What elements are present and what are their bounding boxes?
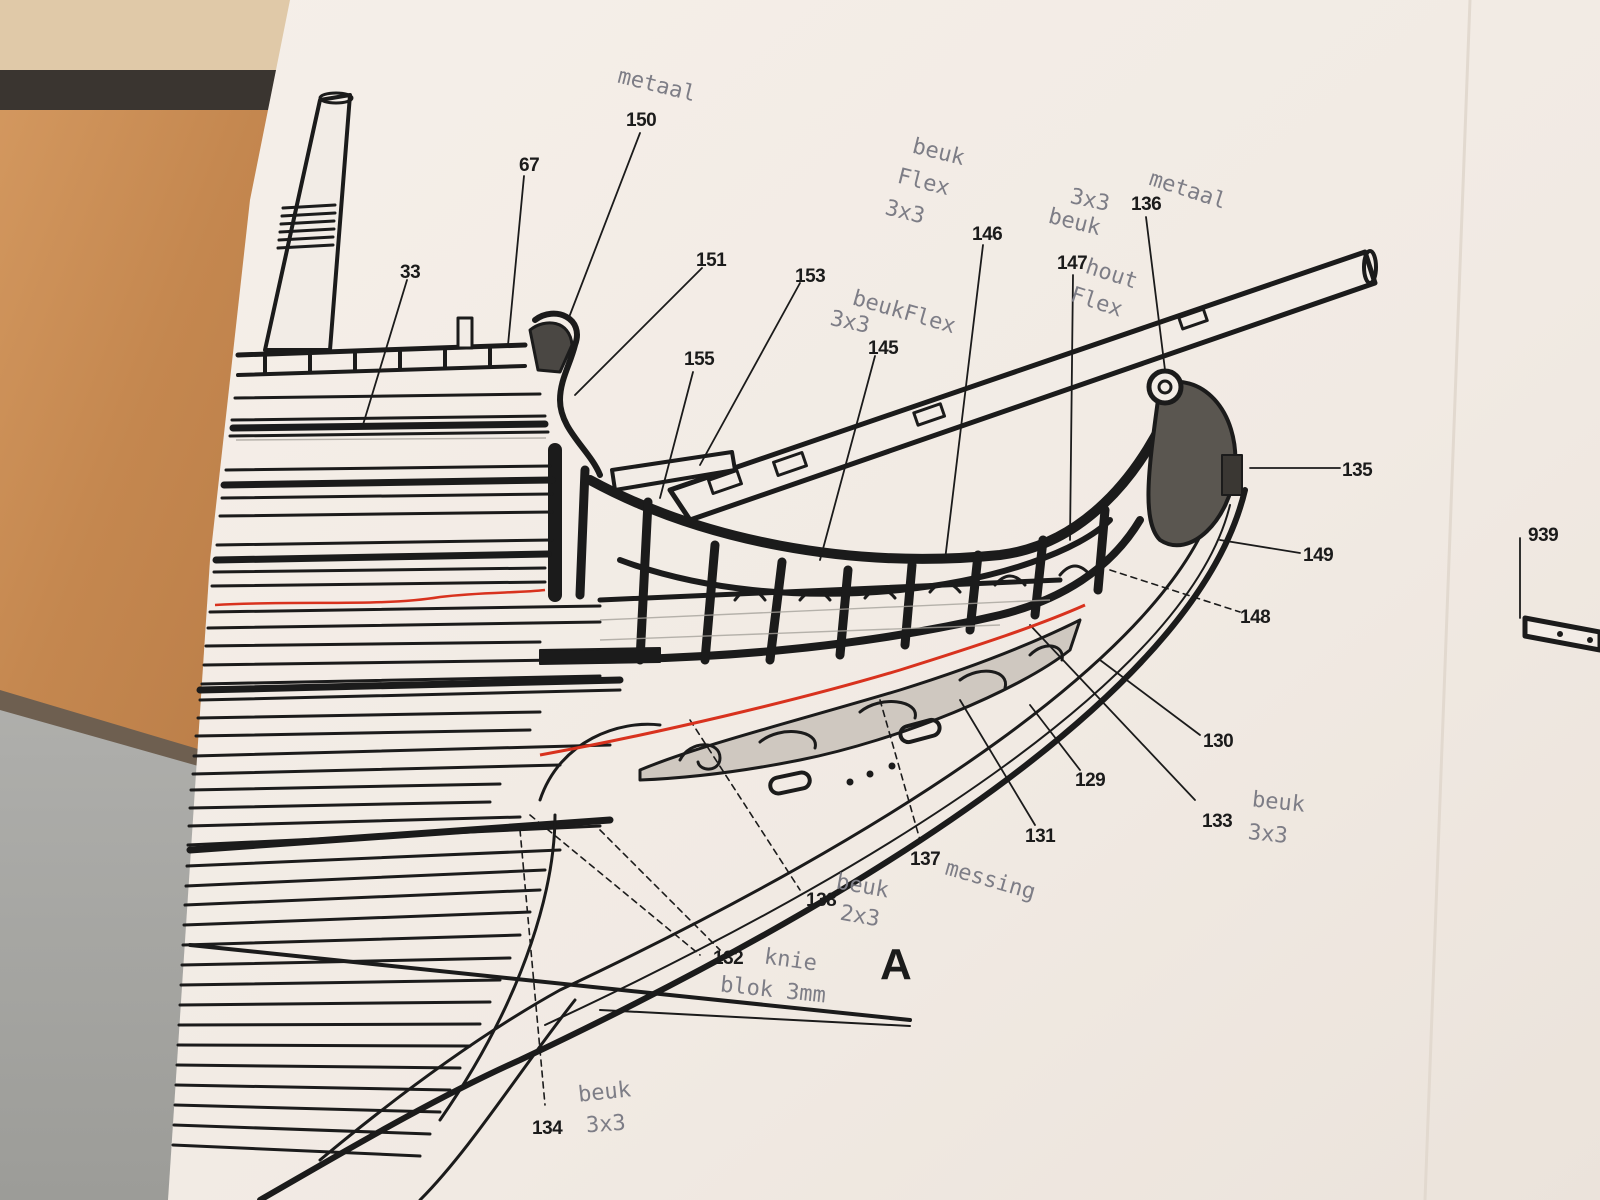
label-133: 133 bbox=[1202, 811, 1233, 832]
label-131: 131 bbox=[1025, 826, 1056, 847]
rail-top bbox=[235, 342, 528, 358]
cathead bbox=[539, 647, 661, 665]
note-beuk-133-line2: 3x3 bbox=[1246, 819, 1289, 850]
label-138: 138 bbox=[806, 890, 837, 911]
note-beuk-133-line1: beuk bbox=[1250, 787, 1307, 818]
label-151: 151 bbox=[696, 250, 727, 271]
head-rail-lower bbox=[617, 517, 1113, 597]
label-132: 132 bbox=[713, 948, 744, 969]
block-135 bbox=[1221, 454, 1243, 496]
hull-planks bbox=[171, 392, 622, 1158]
waterline-1 bbox=[188, 943, 912, 1022]
label-137: 137 bbox=[910, 849, 941, 870]
port-2 bbox=[898, 717, 942, 745]
leader-lines bbox=[361, 132, 1521, 826]
red-pencil-line-upper bbox=[214, 588, 546, 607]
rail-2 bbox=[236, 364, 527, 377]
label-150: 150 bbox=[626, 110, 657, 131]
trailboard bbox=[638, 618, 1082, 782]
bust-150 bbox=[532, 310, 603, 478]
label-136: 136 bbox=[1131, 194, 1162, 215]
label-145: 145 bbox=[868, 338, 899, 359]
board-edge-top bbox=[0, 70, 280, 110]
label-134: 134 bbox=[532, 1118, 563, 1139]
label-129: 129 bbox=[1075, 770, 1106, 791]
trailboard-scrolls bbox=[678, 644, 1064, 771]
label-148: 148 bbox=[1240, 607, 1271, 628]
dashed-leaders bbox=[519, 569, 1241, 1106]
stem-inner bbox=[318, 498, 1217, 1162]
rail-mid bbox=[597, 577, 1063, 603]
forefoot-line bbox=[418, 998, 577, 1200]
view-label-a: A bbox=[880, 940, 912, 989]
rail-arches bbox=[733, 564, 1092, 602]
label-67: 67 bbox=[519, 155, 540, 176]
label-149: 149 bbox=[1303, 545, 1334, 566]
bowsprit-end bbox=[1362, 249, 1378, 285]
label-33: 33 bbox=[400, 262, 421, 283]
keel-curve bbox=[438, 813, 557, 1122]
paper-fold bbox=[1423, 0, 1472, 1200]
red-pencil-line-lower bbox=[539, 603, 1086, 757]
label-153: 153 bbox=[795, 266, 826, 287]
stem-outer bbox=[257, 487, 1248, 1200]
figurehead bbox=[1146, 379, 1238, 548]
label-155: 155 bbox=[684, 349, 715, 370]
note-beuk-134-line2: 3x3 bbox=[585, 1110, 627, 1139]
bitt bbox=[456, 316, 474, 350]
rail-posts bbox=[263, 346, 492, 376]
label-135: 135 bbox=[1342, 460, 1373, 481]
port-1 bbox=[768, 770, 812, 796]
board-bottom-edge bbox=[0, 690, 235, 775]
label-939: 939 bbox=[1528, 525, 1559, 546]
mast-top bbox=[318, 91, 354, 105]
spritsail-yard bbox=[610, 450, 737, 492]
label-130: 130 bbox=[1203, 731, 1234, 752]
pencil-shading bbox=[235, 437, 1051, 641]
hull-wales bbox=[186, 420, 624, 854]
mast-bands bbox=[276, 203, 337, 250]
label-147: 147 bbox=[1057, 253, 1088, 274]
board-top-light bbox=[0, 0, 300, 70]
paper-sheet bbox=[168, 0, 1600, 1200]
bowsprit-cleats bbox=[707, 307, 1209, 496]
carved-posts bbox=[575, 465, 1110, 665]
label-146: 146 bbox=[972, 224, 1003, 245]
scroll-136 bbox=[1146, 368, 1184, 406]
waterline-2 bbox=[599, 1009, 911, 1027]
cutwater bbox=[538, 722, 662, 802]
